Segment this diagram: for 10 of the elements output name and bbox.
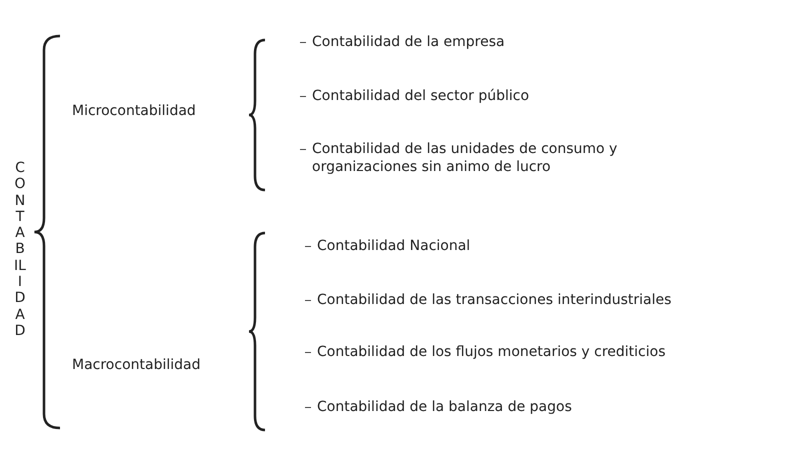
category-heading: Microcontabilidad xyxy=(72,102,196,120)
vertical-title: CONTABILIDAD xyxy=(14,160,26,340)
list-item: Contabilidad de la balanza de pagos xyxy=(317,398,572,416)
list-item: Contabilidad del sector público xyxy=(312,87,530,105)
category-heading: Macrocontabilidad xyxy=(72,356,200,374)
list-item: Contabilidad Nacional xyxy=(317,237,470,255)
list-item: Contabilidad de los flujos monetarios y crediticios xyxy=(317,343,666,361)
list-item: Contabilidad de la empresa xyxy=(312,33,505,51)
list-item: Contabilidad de las transacciones interindustriales xyxy=(317,291,672,309)
list-item: Contabilidad de las unidades de consumo y organizaciones sin animo de lucro xyxy=(312,140,618,176)
